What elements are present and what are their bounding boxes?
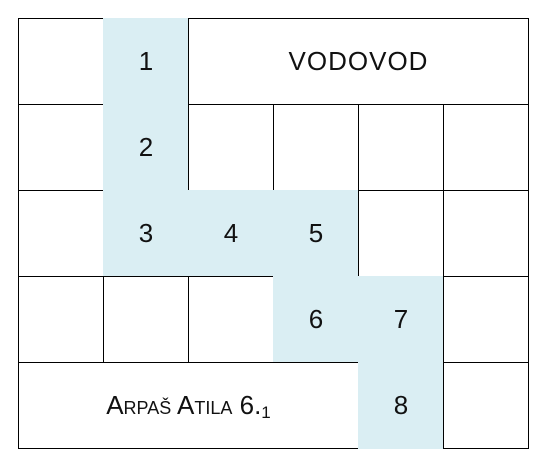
cell-r1-c1 bbox=[18, 18, 104, 105]
cell-r3-c5 bbox=[358, 190, 444, 277]
word-label: VODOVOD bbox=[188, 18, 529, 105]
path-step-3-text: 3 bbox=[138, 218, 154, 248]
path-step-8: 8 bbox=[358, 362, 444, 449]
cell-r3-c1 bbox=[18, 190, 104, 277]
word-label-text: VODOVOD bbox=[288, 46, 429, 76]
path-step-3: 3 bbox=[103, 190, 189, 277]
cell-r2-c3 bbox=[188, 104, 274, 191]
credit-subscript: 1 bbox=[261, 402, 271, 422]
path-step-8-text: 8 bbox=[393, 390, 409, 420]
credit-label: Arpaš Atila 6.1 bbox=[18, 362, 359, 449]
cell-r5-c6 bbox=[443, 362, 529, 449]
cell-r4-c6 bbox=[443, 276, 529, 363]
path-step-5-text: 5 bbox=[308, 218, 324, 248]
path-step-6: 6 bbox=[273, 276, 359, 363]
cell-r2-c5 bbox=[358, 104, 444, 191]
cell-r2-c1 bbox=[18, 104, 104, 191]
path-step-2: 2 bbox=[103, 104, 189, 191]
path-step-5: 5 bbox=[273, 190, 359, 277]
path-step-2-text: 2 bbox=[138, 132, 154, 162]
cell-r4-c3 bbox=[188, 276, 274, 363]
cell-r4-c1 bbox=[18, 276, 104, 363]
path-step-4-text: 4 bbox=[223, 218, 239, 248]
cell-r2-c4 bbox=[273, 104, 359, 191]
path-step-1: 1 bbox=[103, 18, 189, 105]
path-step-1-text: 1 bbox=[138, 46, 154, 76]
path-step-7-text: 7 bbox=[393, 304, 409, 334]
cell-r2-c6 bbox=[443, 104, 529, 191]
credit-text: Arpaš Atila 6. bbox=[106, 390, 262, 420]
cell-r4-c2 bbox=[103, 276, 189, 363]
path-step-4: 4 bbox=[188, 190, 274, 277]
path-step-7: 7 bbox=[358, 276, 444, 363]
path-step-6-text: 6 bbox=[308, 304, 324, 334]
cell-r3-c6 bbox=[443, 190, 529, 277]
